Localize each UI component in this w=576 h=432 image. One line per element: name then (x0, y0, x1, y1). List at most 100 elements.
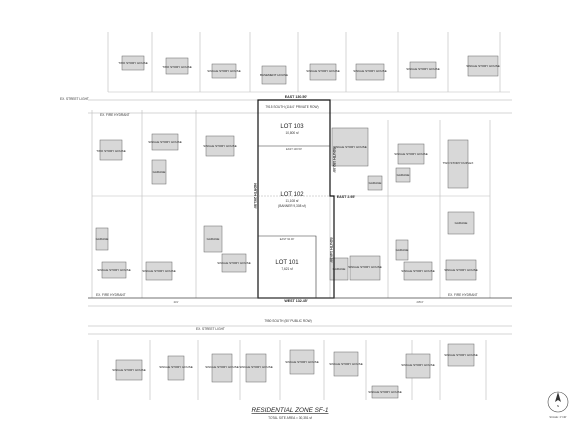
garage-l (95, 227, 109, 251)
north-houses: TWO STORY HOUSE TWO STORY HOUSE SINGLE S… (118, 55, 500, 85)
house-b6 (333, 351, 359, 377)
dim-east-inner-2: EAST 92.00' (280, 237, 295, 241)
zone-title: RESIDENTIAL ZONE SF-1 (252, 407, 329, 414)
north-road-label: 7915 SOUTH (116.0' PRIVATE ROW) (265, 105, 318, 109)
house-b9-label: SINGLE STORY HOUSE (444, 353, 478, 357)
garage-1-label: GARAGE (153, 170, 166, 174)
house-top8 (467, 55, 499, 77)
house-top6 (355, 63, 385, 81)
garage-br (395, 239, 409, 261)
house-bl1 (101, 261, 127, 279)
lot-102-title: LOT 102 (280, 192, 304, 198)
garage-m-label: GARAGE (207, 237, 220, 241)
house-br1-label: SINGLE STORY HOUSE (348, 265, 382, 269)
garage-r (367, 175, 383, 191)
lot-101-title: LOT 101 (275, 260, 299, 266)
house-mr3 (447, 139, 469, 189)
house-b4-label: SINGLE STORY HOUSE (239, 365, 273, 369)
garage-1 (151, 159, 167, 185)
south-houses: SINGLE STORY HOUSE SINGLE STORY HOUSE SI… (112, 343, 478, 399)
house-br3 (445, 259, 477, 281)
house-br2-label: SINGLE STORY HOUSE (401, 269, 435, 273)
house-b8 (405, 353, 431, 379)
house-b4 (245, 353, 267, 383)
middle-neighbor-lots (91, 110, 491, 298)
street-light-top: EX. STREET LIGHT (60, 97, 89, 101)
fire-hydrant-bl: EX. FIRE HYDRANT (96, 293, 126, 297)
house-bl3-label: SINGLE STORY HOUSE (217, 261, 251, 265)
dim-left-small: 231' (174, 300, 179, 304)
house-mr2 (397, 143, 425, 165)
house-b7-label: SINGLE STORY HOUSE (368, 390, 402, 394)
house-ml3 (205, 135, 235, 157)
scale-label: SCALE: 1"=40' (549, 415, 567, 419)
lot-divider-102-101 (258, 235, 317, 298)
fire-hydrant-tl: EX. FIRE HYDRANT (100, 113, 130, 117)
lot-103-title: LOT 103 (280, 124, 304, 130)
house-b3-label: SINGLE STORY HOUSE (205, 365, 239, 369)
house-b1 (115, 359, 143, 381)
dim-east-mid: EAST 2.95' (337, 195, 356, 199)
zone-total-area: TOTAL SITE AREA = 30,351 sf (268, 416, 312, 420)
house-bl3 (221, 253, 247, 273)
house-top4-label: BASEMENT HOUSE (260, 73, 288, 77)
house-top7 (409, 61, 437, 79)
garage-b-label: GARAGE (333, 267, 346, 271)
house-b6-label: SINGLE STORY HOUSE (329, 362, 363, 366)
house-mr1 (331, 127, 369, 167)
house-top4 (261, 65, 287, 85)
dim-east-top: EAST 130.50' (285, 95, 308, 99)
lot-101-area: 7,621 sf (281, 267, 292, 271)
house-b8-label: SINGLE STORY HOUSE (401, 363, 435, 367)
house-top2 (165, 57, 189, 75)
house-top8-label: SINGLE STORY HOUSE (466, 64, 500, 68)
house-ml1 (99, 139, 123, 161)
house-top3 (211, 63, 237, 79)
house-top3-label: SINGLE STORY HOUSE (207, 69, 241, 73)
house-top1 (121, 55, 145, 71)
house-b5 (289, 349, 315, 375)
house-top6-label: SINGLE STORY HOUSE (353, 69, 387, 73)
house-b9 (447, 343, 475, 367)
house-b2-label: SINGLE STORY HOUSE (159, 365, 193, 369)
dim-east-inner-1: EAST 130.50' (286, 147, 302, 151)
house-top2-label: TWO STORY HOUSE (162, 65, 192, 69)
garage-r-label: GARAGE (369, 181, 382, 185)
lot-103-area: 10,800 sf (285, 131, 298, 135)
garage-far (447, 211, 475, 235)
street-light-bottom: EX. STREET LIGHT (196, 327, 225, 331)
garage-far-label: GARAGE (455, 221, 468, 225)
fire-hydrant-br: EX. FIRE HYDRANT (448, 293, 478, 297)
house-ml2 (151, 133, 179, 151)
house-top5-label: SINGLE STORY HOUSE (306, 69, 340, 73)
north-arrow-label: N (557, 404, 559, 408)
dim-south-lower: SOUTH 140.00' (329, 237, 333, 263)
dim-south: SOUTH 152.00' (332, 147, 336, 173)
house-b3 (211, 353, 233, 383)
north-arrow-icon (555, 392, 561, 402)
house-ml2-label: SINGLE STORY HOUSE (148, 140, 182, 144)
house-ml3-label: SINGLE STORY HOUSE (203, 144, 237, 148)
lot-102-note: (BANNER 9,308 sf) (278, 204, 306, 208)
house-top7-label: SINGLE STORY HOUSE (406, 67, 440, 71)
house-top1-label: TWO STORY HOUSE (118, 61, 148, 65)
middle-houses-left: TWO STORY HOUSE SINGLE STORY HOUSE SINGL… (95, 133, 251, 281)
house-b5-label: SINGLE STORY HOUSE (285, 360, 319, 364)
south-road-label: 7950 SOUTH (50' PUBLIC ROW) (264, 319, 311, 323)
lot-102-area: 11,108 sf (286, 199, 299, 203)
garage-br-label: GARAGE (396, 248, 409, 252)
north-neighbor-lots (107, 32, 510, 93)
house-b2 (167, 355, 185, 381)
garage-r2 (395, 167, 411, 183)
house-top5 (309, 63, 337, 81)
house-bl1-label: SINGLE STORY HOUSE (97, 268, 131, 272)
dim-west-bottom: WEST 132.45' (284, 299, 307, 303)
house-mr2-label: SINGLE STORY HOUSE (394, 152, 428, 156)
dim-north: NORTH 291.50' (253, 183, 257, 209)
garage-m (203, 225, 223, 253)
house-b1-label: SINGLE STORY HOUSE (112, 368, 146, 372)
south-road: EX. FIRE HYDRANT EX. FIRE HYDRANT 7950 S… (88, 293, 512, 335)
garage-r2-label: GARAGE (397, 173, 410, 177)
house-br2 (403, 261, 433, 281)
